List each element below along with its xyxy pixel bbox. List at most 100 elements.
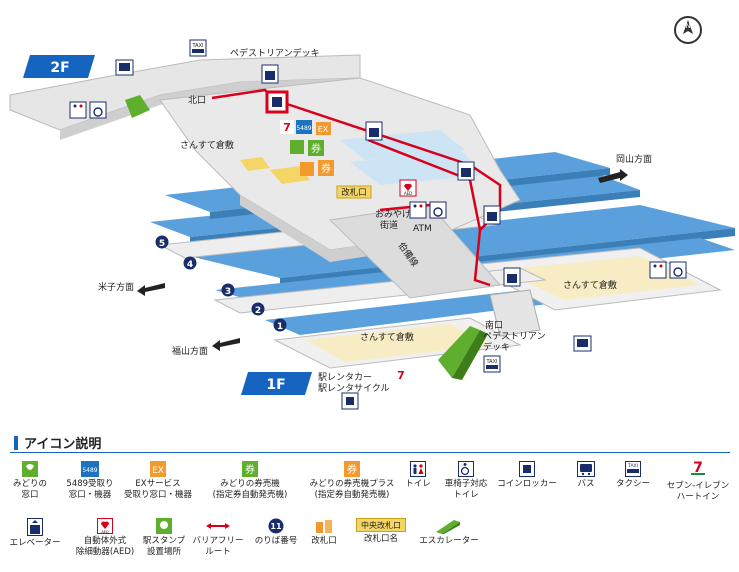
legend-item-bus: バス [566,461,606,490]
legend-kenplus-l1: みどりの券売機プラス [309,479,395,489]
legend-wheel-l2: トイレ [453,490,479,500]
legend-seven-l2: ハートイン [676,492,720,502]
platform-number-1 [273,318,287,332]
arrow-fukuyama [212,338,240,351]
platform-number-3-label: 3 [225,287,231,297]
platform-1f-south [273,317,522,369]
legend-item-gate: 改札口 [302,518,346,547]
legend-aed-l2: 除細動器(AED) [75,547,135,557]
legend-seven-l1: セブン-イレブン [666,481,730,491]
label-ped-deck-south-1: ペデストリアン [483,330,546,342]
legend-track-l1: のりば番号 [254,536,298,546]
compass-label: N [685,22,690,30]
legend-kenplus-l2: (指定券自動発売機) [314,490,390,500]
legend-title: アイコン説明 [14,433,101,452]
toilet-icon-3 [649,261,667,279]
platform-number-4-label: 4 [187,260,193,270]
ex-icon-text: EX [318,125,329,134]
legend-wheel-l1: 車椅子対応 [444,479,488,489]
legend-item-5489: 5489 5489受取り 窓口・機器 [60,461,120,501]
legend-gatename-l1: 改札口名 [363,534,398,544]
svg-text:7: 7 [397,369,405,382]
legend-midori-l1: みどりの [12,479,47,489]
toilet-icon-2 [409,201,427,219]
legend-divider [10,452,730,453]
midori-window-icon [22,461,38,477]
legend-kenplus-glyph: 券 [347,463,357,476]
label-kaido: 街道 [380,219,398,231]
elevator-icon-2 [365,121,383,141]
label-omiyage: おみやげ [375,209,411,220]
legend-item-stamp: 駅スタンプ 設置場所 [136,518,192,558]
floor-badge-1f: 1F [241,372,312,395]
legend-item-midori: みどりの 窓口 [6,461,54,501]
bus-icon [577,461,595,477]
taxi-icon-2-text: TAXI [486,359,498,365]
wheelchair-icon [89,101,107,119]
taxi-icon: TAXI [625,461,641,477]
coin-locker-icon [519,461,535,477]
seven-eleven-icon-2: 7 [394,368,408,382]
legend-midori-l2: 窓口 [21,490,39,500]
legend-5489-l1: 5489受取り [66,479,114,489]
ticket-machine-plus-icon: 券 [318,160,334,176]
legend-item-ex: EX EXサービス 受取り窓口・機器 [122,461,194,501]
legend-item-wheel: 車椅子対応 トイレ [438,461,494,501]
aed-icon: AED [399,179,417,197]
ticket-machine-plus-icon-text: 券 [321,162,331,175]
legend-aed-glyph: AED [101,530,109,534]
legend-ex-l1: EXサービス [135,479,181,489]
legend-item-seven: 7 セブン-イレブン ハートイン [660,459,736,503]
seven-eleven-icon: 7 [691,460,705,476]
legend-stamp-l2: 設置場所 [146,547,181,557]
5489-icon-text: 5489 [296,125,311,132]
label-rent-cycle: 駅レンタサイクル [318,383,390,394]
escalator-icon [436,520,460,534]
platform-number-2-label: 2 [255,306,261,316]
coin-locker-icon-2 [341,392,359,410]
label-ped-deck-south-2: デッキ [483,341,510,353]
legend-aed-l1: 自動体外式 [83,536,127,546]
elevator-icon-3 [457,161,475,181]
label-south-gate: 南口 [485,319,503,331]
label-fukuyama: 福山方面 [172,345,208,357]
legend-taxi-l1: タクシー [615,479,650,489]
ex-icon: EX [316,122,331,135]
seven-eleven-icon: 7 [280,120,294,134]
legend-bus-l1: バス [577,479,595,489]
label-atm: ATM [413,224,432,234]
ticket-machine-icon: 券 [308,140,324,156]
floor-label-1f: 1F [266,377,285,393]
barrier-free-route-icon [206,523,230,529]
legend-item-taxi: TAXI タクシー [610,461,656,490]
platform-number-1-label: 1 [277,322,283,332]
legend-gatename-glyph: 中央改札口 [361,520,401,530]
ticket-gate-icon [316,520,332,533]
label-ticket-gate: 改札口 [341,187,367,198]
legend-gate-l1: 改札口 [311,536,337,546]
legend-stamp-l1: 駅スタンプ [142,536,186,546]
legend-item-escal: エスカレーター [414,518,484,547]
stamp-icon [156,518,172,534]
5489-icon: 5489 [81,461,99,477]
label-sansu-2f: さんすて倉敷 [180,139,234,151]
legend-item-aed: AED 自動体外式 除細動器(AED) [70,518,140,558]
platform-number-3 [221,283,235,297]
legend-elev-l1: エレベーター [9,538,61,548]
legend-item-locker: コインロッカー [494,461,560,490]
ticket-machine-icon: 券 [242,461,258,477]
ticket-gate-label: 改札口 [336,185,372,199]
legend-barrier-l2: ルート [205,547,231,557]
floor-2f-hakubi [328,204,501,299]
wheelchair-icon-3 [669,261,687,279]
legend-item-ken: 券 みどりの券売機 (指定券自動発売機) [200,461,300,501]
coin-locker-icon-highlight [265,90,289,114]
compass-icon: N [674,16,702,44]
label-north-gate: 北口 [188,95,206,106]
legend-5489-l2: 窓口・機器 [68,490,112,500]
legend-item-toilet: トイレ [398,461,438,490]
platform-number-4 [183,256,197,270]
label-sansu-1f-east: さんすて倉敷 [563,279,617,291]
bus-icon [115,59,134,76]
elevator-icon-5 [503,267,521,287]
